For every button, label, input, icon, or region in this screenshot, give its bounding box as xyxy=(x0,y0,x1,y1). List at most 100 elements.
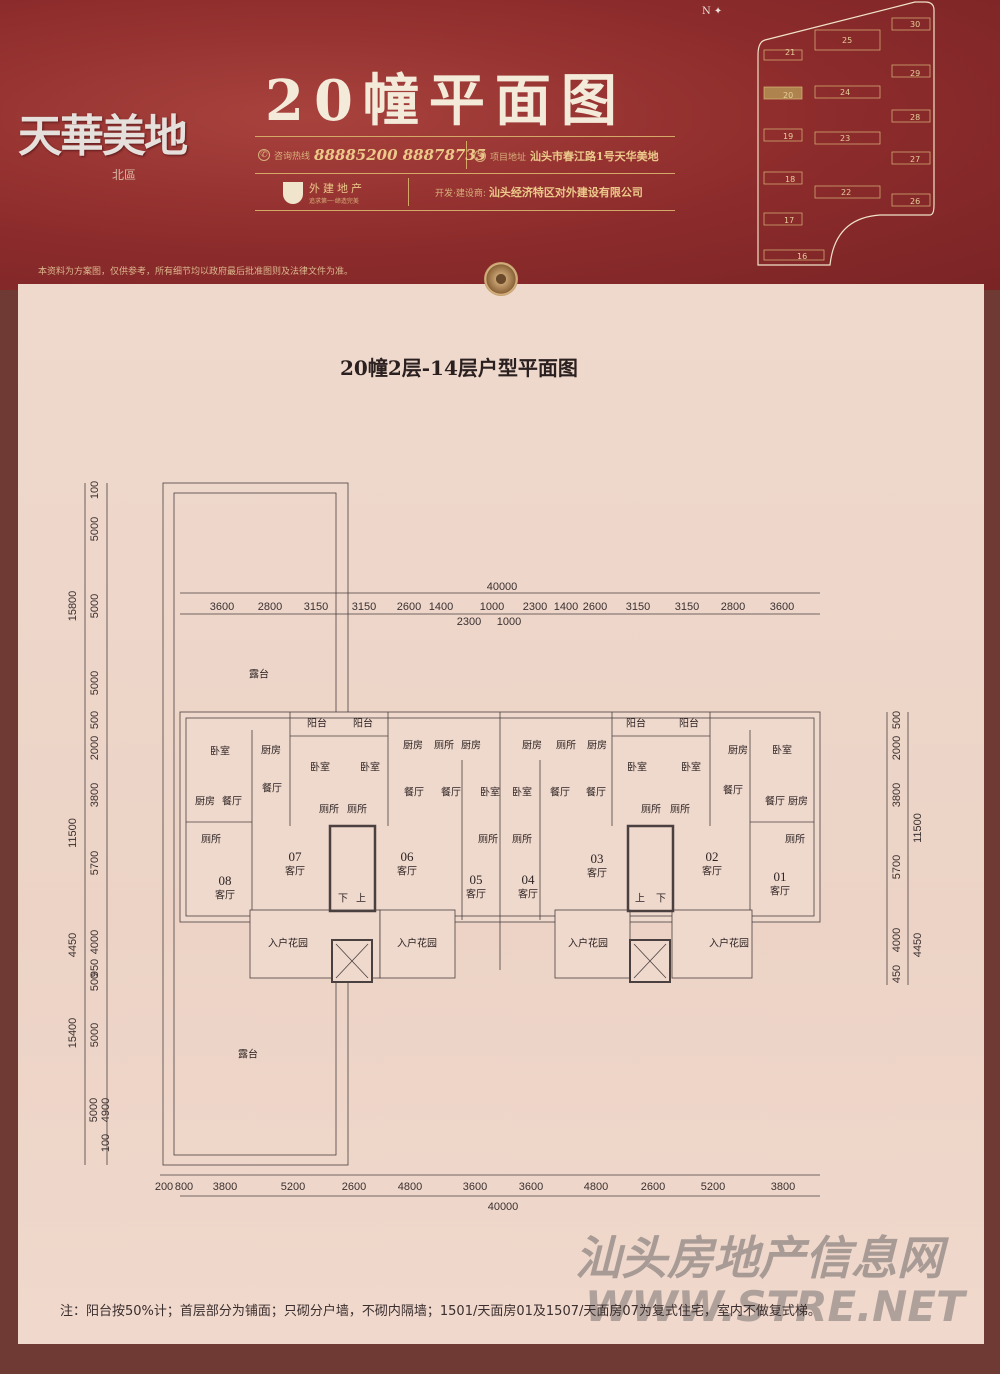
dim-label: 3600 xyxy=(518,1181,544,1193)
plan-title: 20幢2层-14层户型平面图 xyxy=(340,356,578,380)
building-label: 16 xyxy=(797,252,807,261)
room-label: 餐厅 xyxy=(441,787,461,799)
address-row: ◂ 项目地址 汕头市春江路1号天华美地 xyxy=(474,148,659,164)
room-label: 入户花园 xyxy=(268,938,308,950)
dim-label: 2000 xyxy=(89,735,101,761)
room-label: 厨房 xyxy=(261,745,281,757)
logo-subtitle: 北區 xyxy=(112,168,137,182)
dim-label: 3150 xyxy=(351,601,377,613)
hotline-row: ✆ 咨询热线 88885200 88878735 xyxy=(258,146,486,164)
room-label: 卧室 xyxy=(210,746,230,758)
dim-label: 3800 xyxy=(89,782,101,808)
dim-label: 3150 xyxy=(674,601,700,613)
dim-label: 100 xyxy=(100,1133,112,1153)
dim-label: 100 xyxy=(89,480,101,500)
dim-label: 3800 xyxy=(212,1181,238,1193)
room-label: 厨房 xyxy=(195,796,215,808)
dim-total: 15800 xyxy=(67,590,79,622)
address-value: 汕头市春江路1号天华美地 xyxy=(530,150,659,163)
brand-block: 外建地产 追求第一·缔造完美 xyxy=(283,180,365,205)
divider xyxy=(408,178,409,206)
dim-total-top: 40000 xyxy=(486,581,518,593)
brand-slogan: 追求第一·缔造完美 xyxy=(309,198,359,205)
footer-note: 注：阳台按50%计；首层部分为铺面；只砌分户墙，不砌内隔墙；1501/天面房01… xyxy=(60,1304,821,1319)
divider xyxy=(255,173,675,174)
building-label: 28 xyxy=(910,113,920,122)
dim-label: 800 xyxy=(174,1181,194,1193)
brand-logo-icon xyxy=(283,181,303,204)
building-label: 17 xyxy=(784,216,794,225)
dim-label: 5000 xyxy=(89,516,101,542)
building-label: 29 xyxy=(910,69,920,78)
dim-label: 3800 xyxy=(891,782,903,808)
unit-number: 08 xyxy=(218,873,232,888)
room-label: 餐厅 xyxy=(404,787,424,799)
divider xyxy=(255,136,675,137)
unit-number: 07 xyxy=(288,849,302,864)
room-label: 餐厅 xyxy=(222,796,242,808)
room-label: 阳台 xyxy=(307,718,327,730)
watermark-text: 汕头房地产信息网 xyxy=(575,1231,943,1285)
room-label: 厨房 xyxy=(461,740,481,752)
unit-number: 04 xyxy=(521,872,535,887)
dim-label: 3600 xyxy=(462,1181,488,1193)
unit-number: 02 xyxy=(705,849,719,864)
location-icon: ◂ xyxy=(474,150,486,162)
room-label: 餐厅 xyxy=(723,785,743,797)
dim-label: 200 xyxy=(154,1181,174,1193)
room-label: 餐厅 xyxy=(765,796,785,808)
dim-total-bottom: 40000 xyxy=(487,1201,519,1213)
watermark-url: WWW.STRE.NET xyxy=(585,1282,965,1331)
dim-label: 5200 xyxy=(700,1181,726,1193)
divider xyxy=(255,210,675,211)
room-label: 卧室 xyxy=(310,762,330,774)
dim-label: 5000 xyxy=(89,1022,101,1048)
unit-number: 06 xyxy=(400,849,414,864)
room-label: 厕所 xyxy=(670,804,690,816)
building-label: 24 xyxy=(840,88,850,97)
room-label: 阳台 xyxy=(353,718,373,730)
room-label: 客厅 xyxy=(466,889,486,901)
room-label: 厕所 xyxy=(556,740,576,752)
building-label: 21 xyxy=(785,48,795,57)
dim-label: 3150 xyxy=(303,601,329,613)
project-logo: 天華美地 xyxy=(18,111,188,162)
dim-label: 1400 xyxy=(428,601,454,613)
dim-label: 2600 xyxy=(582,601,608,613)
stair-label: 下 xyxy=(338,893,348,905)
room-label: 厕所 xyxy=(641,804,661,816)
room-label: 厕所 xyxy=(512,834,532,846)
room-label: 入户花园 xyxy=(568,938,608,950)
dim-label: 3800 xyxy=(770,1181,796,1193)
dim-label: 2000 xyxy=(891,735,903,761)
building-label: 30 xyxy=(910,20,920,29)
room-label: 餐厅 xyxy=(550,787,570,799)
dim-label: 1400 xyxy=(553,601,579,613)
site-map: 21 25 30 20 24 29 19 23 28 18 22 27 17 2… xyxy=(757,1,935,266)
room-label: 阳台 xyxy=(679,718,699,730)
dim-label: 5000 xyxy=(89,670,101,696)
room-label: 厨房 xyxy=(587,740,607,752)
dim-label: 3150 xyxy=(625,601,651,613)
stair-label: 上 xyxy=(635,893,645,905)
stair-label: 上 xyxy=(356,893,366,905)
room-label: 餐厅 xyxy=(586,787,606,799)
room-label: 厕所 xyxy=(347,804,367,816)
seal-ornament-icon xyxy=(484,262,518,296)
unit-number: 01 xyxy=(773,869,787,884)
room-label: 厕所 xyxy=(478,834,498,846)
hotline-label: 咨询热线 xyxy=(274,151,311,162)
dim-total: 4450 xyxy=(912,932,924,958)
building-label: 26 xyxy=(910,197,920,206)
room-label: 厕所 xyxy=(785,834,805,846)
dim-label: 5700 xyxy=(89,850,101,876)
building-label: 19 xyxy=(783,132,793,141)
room-label: 入户花园 xyxy=(709,938,749,950)
dim-label: 2600 xyxy=(396,601,422,613)
room-label: 厕所 xyxy=(434,740,454,752)
room-label: 厨房 xyxy=(522,740,542,752)
dim-label: 2800 xyxy=(720,601,746,613)
room-label: 卧室 xyxy=(772,745,792,757)
unit-number: 05 xyxy=(469,872,483,887)
